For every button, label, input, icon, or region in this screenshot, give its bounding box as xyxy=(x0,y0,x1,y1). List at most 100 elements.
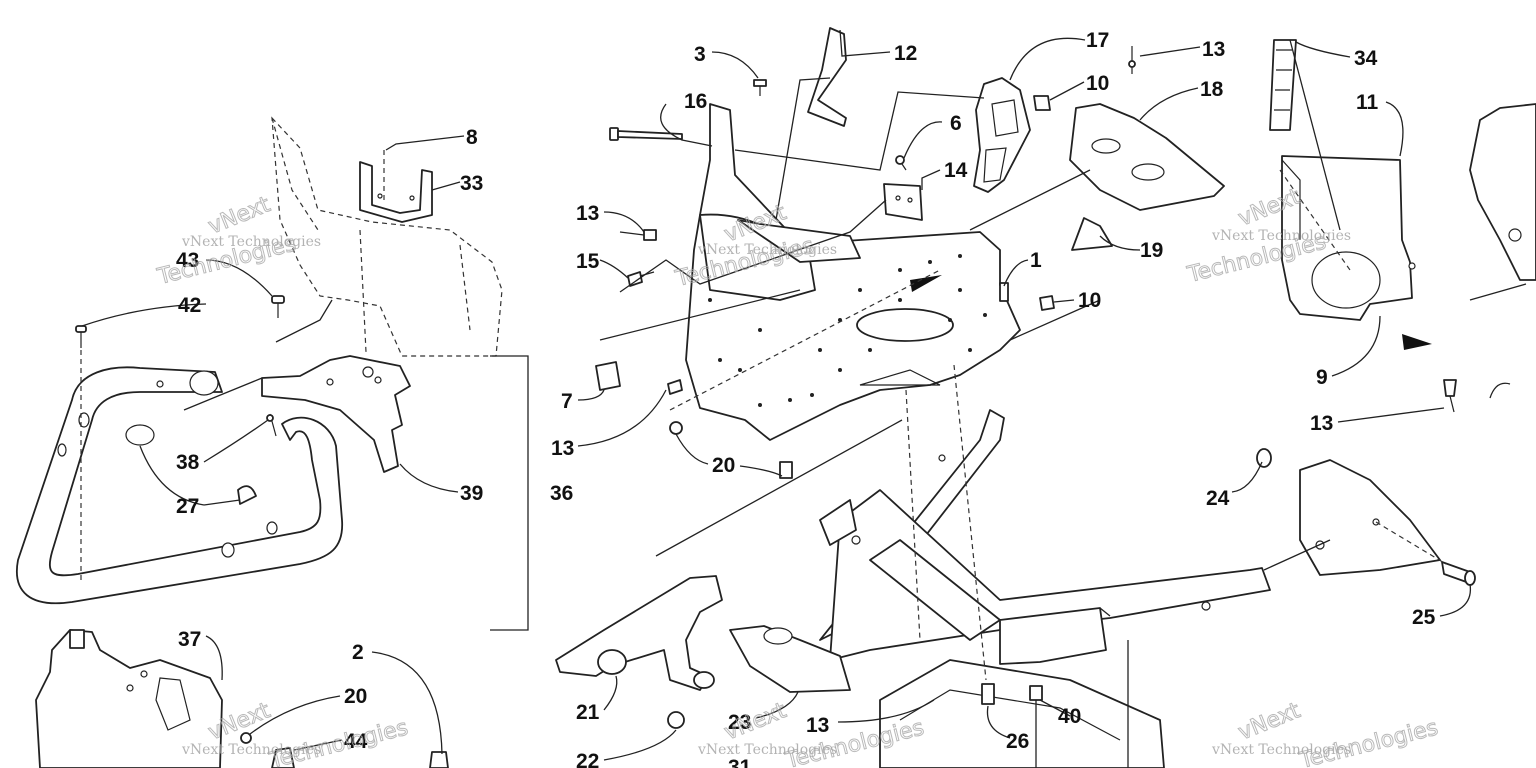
callout-numbers: 3 12 17 13 34 16 10 18 11 8 6 33 14 13 1… xyxy=(176,29,1436,768)
arrow-indicator-right xyxy=(1402,334,1432,350)
guide-line-33 xyxy=(359,229,367,353)
callout-25: 25 xyxy=(1412,606,1436,629)
callout-16: 16 xyxy=(684,90,707,113)
callout-10: 10 xyxy=(1086,72,1109,95)
nut-10a xyxy=(1033,95,1051,111)
callout-40: 40 xyxy=(1058,705,1081,728)
part-44 xyxy=(271,747,295,768)
bracket-9-11 xyxy=(1281,155,1416,321)
bolt-43 xyxy=(271,295,285,318)
bolt-26 xyxy=(981,683,995,705)
callout-27: 27 xyxy=(176,495,199,518)
part-2 xyxy=(429,751,449,768)
watermark-6: vNext vNext Technologies Technologies xyxy=(1211,698,1441,768)
svg-text:vNext Technologies: vNext Technologies xyxy=(1211,742,1351,758)
bracket-17 xyxy=(973,77,1031,193)
callout-10: 10 xyxy=(1078,289,1101,312)
rivet-13-mid xyxy=(667,379,683,395)
callout-15: 15 xyxy=(576,250,600,273)
bracket-19 xyxy=(1071,217,1113,251)
guide-line-25 xyxy=(1375,521,1447,565)
frame-structure xyxy=(819,409,1271,665)
callout-34: 34 xyxy=(1354,47,1378,70)
callout-13: 13 xyxy=(806,714,829,737)
callout-33: 33 xyxy=(460,172,483,195)
rivet-13-right xyxy=(1443,379,1457,413)
plug-27 xyxy=(237,485,257,505)
callout-7: 7 xyxy=(561,390,573,413)
svg-text:vNext Technologies: vNext Technologies xyxy=(697,242,837,258)
mounting-bracket-39 xyxy=(261,355,411,473)
callout-38: 38 xyxy=(176,451,200,474)
watermark-1: vNext vNext Technologies Technologies xyxy=(154,192,321,291)
callout-22: 22 xyxy=(576,750,599,768)
callout-3: 3 xyxy=(694,43,706,66)
svg-text:vNext Technologies: vNext Technologies xyxy=(181,234,321,250)
callout-13: 13 xyxy=(1310,412,1333,435)
svg-text:vNext Technologies: vNext Technologies xyxy=(1211,228,1351,244)
svg-text:vNext Technologies: vNext Technologies xyxy=(697,742,837,758)
svg-text:vNext: vNext xyxy=(721,698,790,745)
bolt-42 xyxy=(75,325,87,348)
callout-21: 21 xyxy=(576,701,600,724)
callout-2: 2 xyxy=(352,641,364,664)
reflector-12 xyxy=(807,27,847,127)
screw-6 xyxy=(895,155,907,171)
callout-39: 39 xyxy=(460,482,483,505)
callout-23: 23 xyxy=(728,711,751,734)
arm-21 xyxy=(555,575,723,691)
callout-42: 42 xyxy=(178,294,201,317)
callout-6: 6 xyxy=(950,112,962,135)
bracket-24-area xyxy=(1299,459,1441,576)
leader-lines xyxy=(81,29,1527,761)
callout-20: 20 xyxy=(344,685,367,708)
callout-19: 19 xyxy=(1140,239,1163,262)
svg-text:vNext: vNext xyxy=(1235,698,1304,745)
bumper-7 xyxy=(595,361,621,391)
bolt-38 xyxy=(266,413,277,437)
bolt-40 xyxy=(1029,685,1043,701)
callout-1: 1 xyxy=(1030,249,1042,272)
callout-12: 12 xyxy=(894,42,917,65)
callout-13: 13 xyxy=(1202,38,1225,61)
callout-24: 24 xyxy=(1206,487,1230,510)
main-panel-1 xyxy=(685,103,1021,441)
nut-10b xyxy=(1039,295,1055,311)
callout-17: 17 xyxy=(1086,29,1109,52)
bumper-tube xyxy=(16,366,343,605)
nut-24 xyxy=(1256,448,1272,468)
callout-8: 8 xyxy=(466,126,478,149)
callout-37: 37 xyxy=(178,628,201,651)
callout-13: 13 xyxy=(576,202,599,225)
strap-34 xyxy=(1269,39,1297,131)
svg-text:vNext Technologies: vNext Technologies xyxy=(181,742,321,758)
screw-3 xyxy=(753,79,767,96)
callout-36: 36 xyxy=(550,482,573,505)
callout-26: 26 xyxy=(1006,730,1029,753)
guide-line-panel-a xyxy=(905,389,921,641)
callout-43: 43 xyxy=(176,249,199,272)
plug-22 xyxy=(667,711,685,729)
plate-18 xyxy=(1069,103,1225,211)
arrow-indicator-left xyxy=(910,275,942,292)
callout-20: 20 xyxy=(712,454,735,477)
bracket-23 xyxy=(729,625,851,693)
panel-rivet-holes xyxy=(708,254,987,407)
bolt-16 xyxy=(609,127,683,141)
bracket-14 xyxy=(883,183,923,221)
bracket-33 xyxy=(359,161,433,223)
housing-right xyxy=(1469,103,1536,281)
guide-line-13-center xyxy=(669,269,941,411)
bolt-20-center xyxy=(669,421,793,479)
part-20-lower xyxy=(240,732,252,744)
callout-18: 18 xyxy=(1200,78,1224,101)
callout-44: 44 xyxy=(344,730,368,753)
guard-37 xyxy=(35,629,223,768)
callout-9: 9 xyxy=(1316,366,1328,389)
bolt-25 xyxy=(1441,561,1476,586)
guide-line-panel-b xyxy=(953,364,987,681)
rivet-13-left xyxy=(619,229,657,241)
callout-13: 13 xyxy=(551,437,574,460)
group-bracket-36 xyxy=(490,355,529,631)
